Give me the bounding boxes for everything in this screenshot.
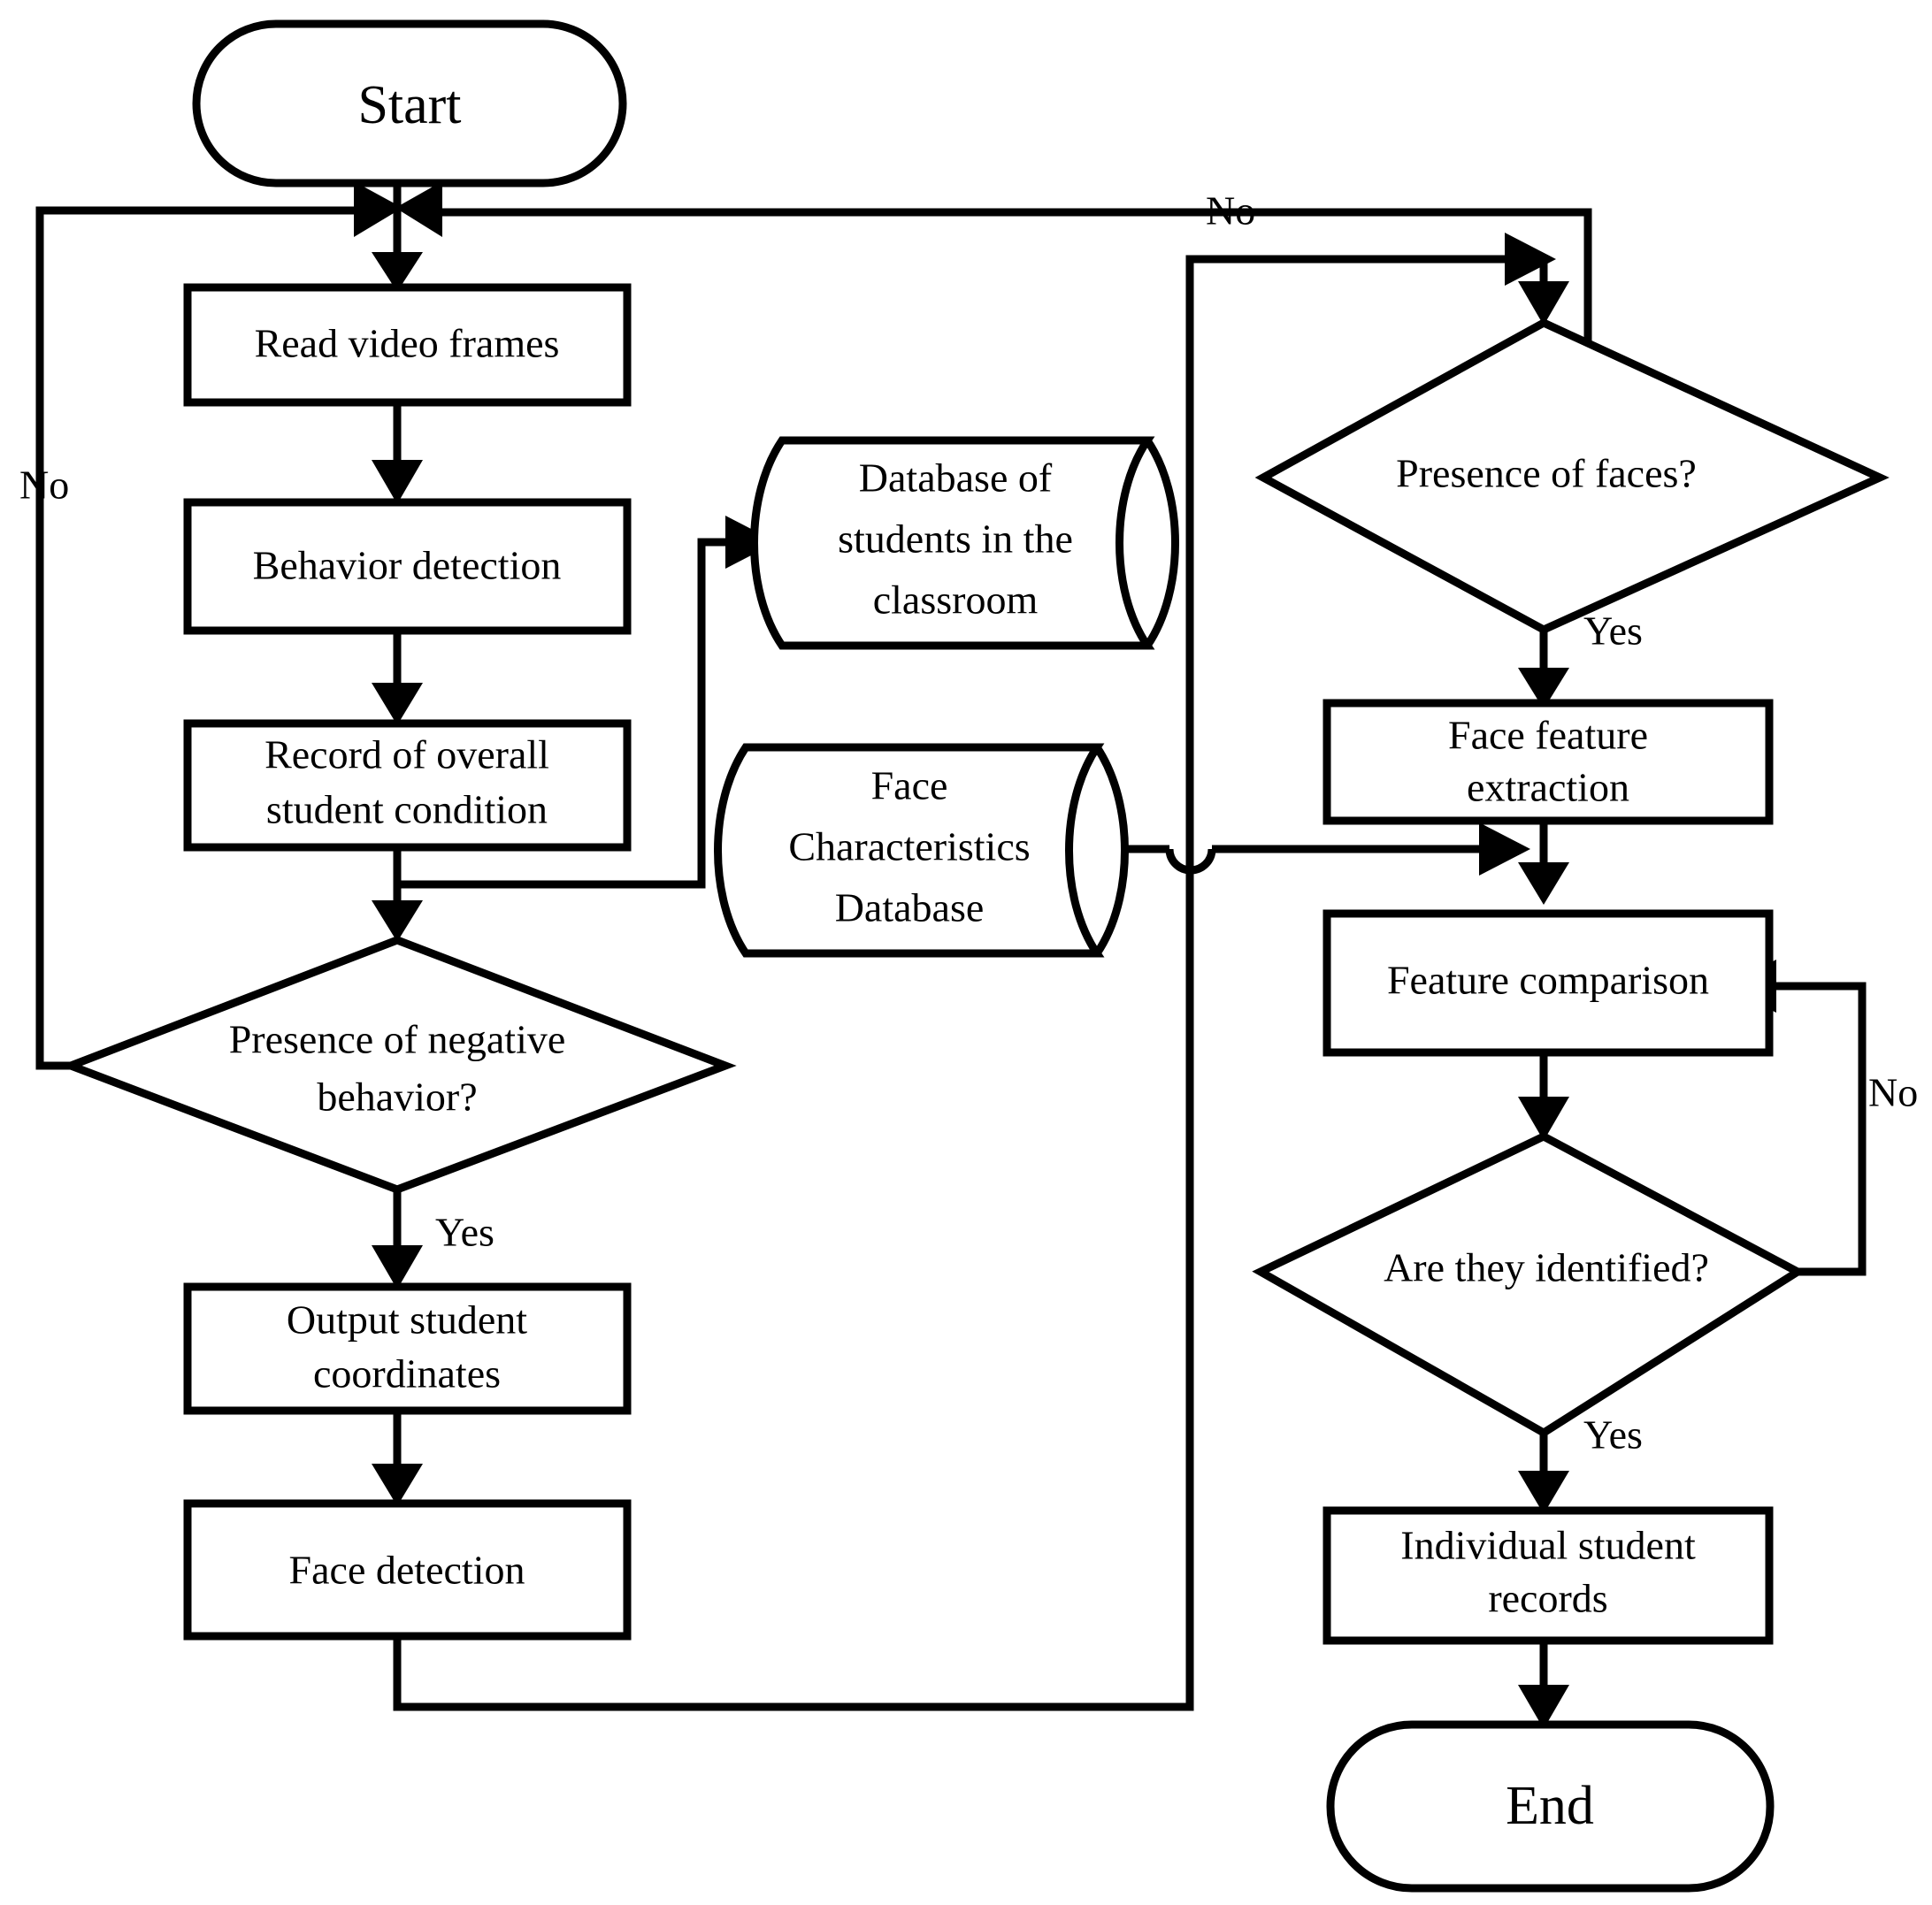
node-start[interactable]: Start (192, 19, 627, 187)
node-database-students-line1: Database of (859, 455, 1053, 501)
node-database-students[interactable]: Database of students in the classroom (750, 436, 1179, 650)
node-feature-comparison-label: Feature comparison (1387, 958, 1709, 1003)
node-individual-student-records[interactable]: Individual student records (1322, 1506, 1774, 1645)
node-database-face-line1: Face (871, 763, 948, 808)
node-face-feature-extraction[interactable]: Face feature extraction (1322, 699, 1774, 825)
node-database-students-line2: students in the (838, 516, 1073, 562)
edge-coord-to-facedetect (372, 1409, 423, 1506)
edge-label-yes-identify: Yes (1583, 1412, 1643, 1457)
edge-label-no-top-right: No (1206, 188, 1255, 233)
node-decision-negative-behavior[interactable]: Presence of negative behavior? (59, 936, 737, 1194)
node-output-student-coordinates-line2: coordinates (313, 1351, 501, 1396)
node-behavior-detection-label: Behavior detection (253, 543, 562, 588)
node-decision-negative-behavior-line1: Presence of negative (229, 1017, 566, 1062)
edge-faces-yes (1518, 630, 1569, 709)
node-face-feature-extraction-line2: extraction (1467, 765, 1629, 810)
node-decision-are-they-identified[interactable]: Are they identified? (1252, 1131, 1806, 1438)
node-start-label: Start (357, 75, 461, 135)
edge-label-yes-behavior: Yes (435, 1210, 494, 1255)
edge-label-yes-faces: Yes (1583, 608, 1643, 654)
edge-behavior-to-record (372, 630, 423, 725)
edge-label-no-identify: No (1868, 1070, 1918, 1115)
edge-negative-yes (372, 1190, 423, 1289)
node-decision-presence-faces-label: Presence of faces? (1396, 451, 1697, 496)
edge-read-to-behavior (372, 402, 423, 504)
node-record-overall-condition-line2: student condition (266, 787, 548, 832)
node-face-detection-label: Face detection (289, 1548, 525, 1593)
node-face-feature-extraction-line1: Face feature (1448, 713, 1648, 758)
node-database-face-characteristics[interactable]: Face Characteristics Database (714, 743, 1129, 958)
node-decision-presence-faces[interactable]: Presence of faces? (1254, 318, 1890, 635)
node-end[interactable]: End (1326, 1720, 1775, 1893)
node-database-students-line3: classroom (873, 578, 1039, 623)
edge-rail-into-faces (1518, 259, 1569, 325)
edge-no-left (35, 206, 363, 1070)
node-individual-student-records-line2: records (1488, 1576, 1607, 1621)
edge-extract-to-compare (1518, 821, 1569, 905)
node-output-student-coordinates[interactable]: Output student coordinates (183, 1282, 632, 1415)
edge-identified-yes (1518, 1433, 1569, 1514)
edge-label-no-left: No (19, 463, 69, 508)
node-face-detection[interactable]: Face detection (183, 1499, 632, 1641)
node-database-face-line3: Database (835, 885, 985, 930)
node-output-student-coordinates-line1: Output student (287, 1297, 527, 1343)
node-decision-negative-behavior-line2: behavior? (317, 1075, 477, 1120)
edge-facedb-to-compare (1097, 822, 1530, 876)
node-read-video-frames-label: Read video frames (255, 321, 560, 366)
node-record-overall-condition[interactable]: Record of overall student condition (183, 719, 632, 852)
node-decision-are-they-identified-label: Are they identified? (1384, 1245, 1709, 1290)
merge-junction (354, 181, 442, 292)
node-database-face-line2: Characteristics (788, 824, 1030, 869)
node-end-label: End (1506, 1776, 1594, 1836)
node-read-video-frames[interactable]: Read video frames (183, 283, 632, 407)
edge-records-to-end (1518, 1641, 1569, 1729)
edge-compare-to-identified (1518, 1052, 1569, 1141)
node-feature-comparison[interactable]: Feature comparison (1322, 909, 1774, 1057)
edge-record-to-negative (372, 845, 423, 942)
node-behavior-detection[interactable]: Behavior detection (183, 498, 632, 635)
node-record-overall-condition-line1: Record of overall (264, 732, 549, 777)
node-individual-student-records-line1: Individual student (1400, 1523, 1696, 1568)
edge-facedetect-to-faces (393, 233, 1556, 1711)
